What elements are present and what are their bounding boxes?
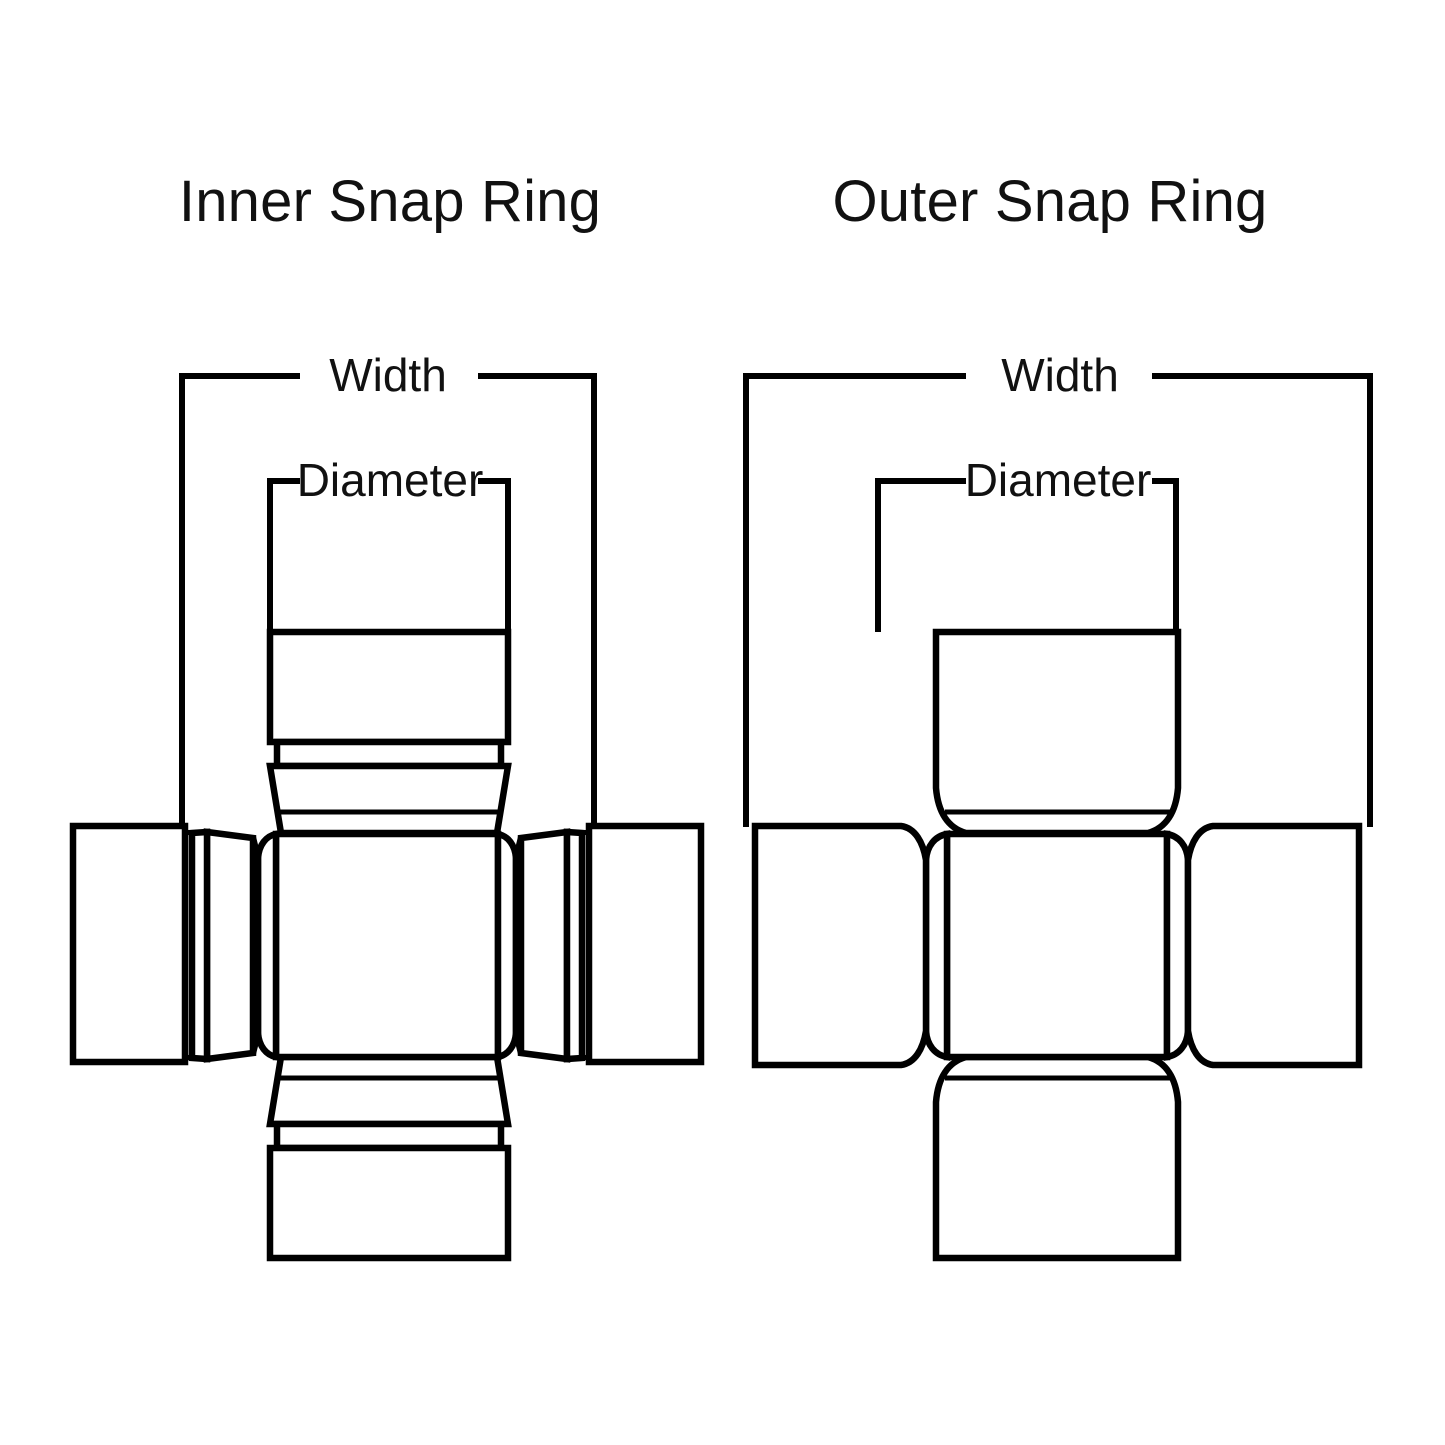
bottom-bearing-cap-right — [932, 1035, 1182, 1262]
width-dimension-label-left: Width — [329, 349, 447, 401]
right-arm-left-panel — [494, 822, 705, 1066]
bottom-bearing-cap-left — [266, 1036, 512, 1262]
width-callout-right — [743, 373, 1373, 827]
outer-snap-ring-figure — [743, 373, 1373, 1262]
diameter-dimension-label-left: Diameter — [296, 454, 484, 506]
right-arm-right-panel — [1163, 822, 1363, 1069]
diameter-callout-left — [267, 478, 511, 632]
left-arm-left-panel — [69, 822, 280, 1066]
width-callout-left — [179, 373, 597, 827]
top-bearing-cap-left — [266, 628, 512, 854]
width-dimension-label-right: Width — [1001, 349, 1119, 401]
center-cross-body-right — [943, 830, 1171, 1061]
top-bearing-cap-right — [932, 628, 1182, 855]
left-arm-right-panel — [751, 822, 951, 1069]
panel-title-outer-snap-ring: Outer Snap Ring — [832, 169, 1268, 234]
inner-snap-ring-figure — [69, 373, 705, 1262]
panel-title-inner-snap-ring: Inner Snap Ring — [178, 169, 602, 234]
diameter-dimension-label-right: Diameter — [964, 454, 1152, 506]
diameter-callout-right — [875, 478, 1179, 632]
center-cross-body-left — [272, 830, 502, 1061]
